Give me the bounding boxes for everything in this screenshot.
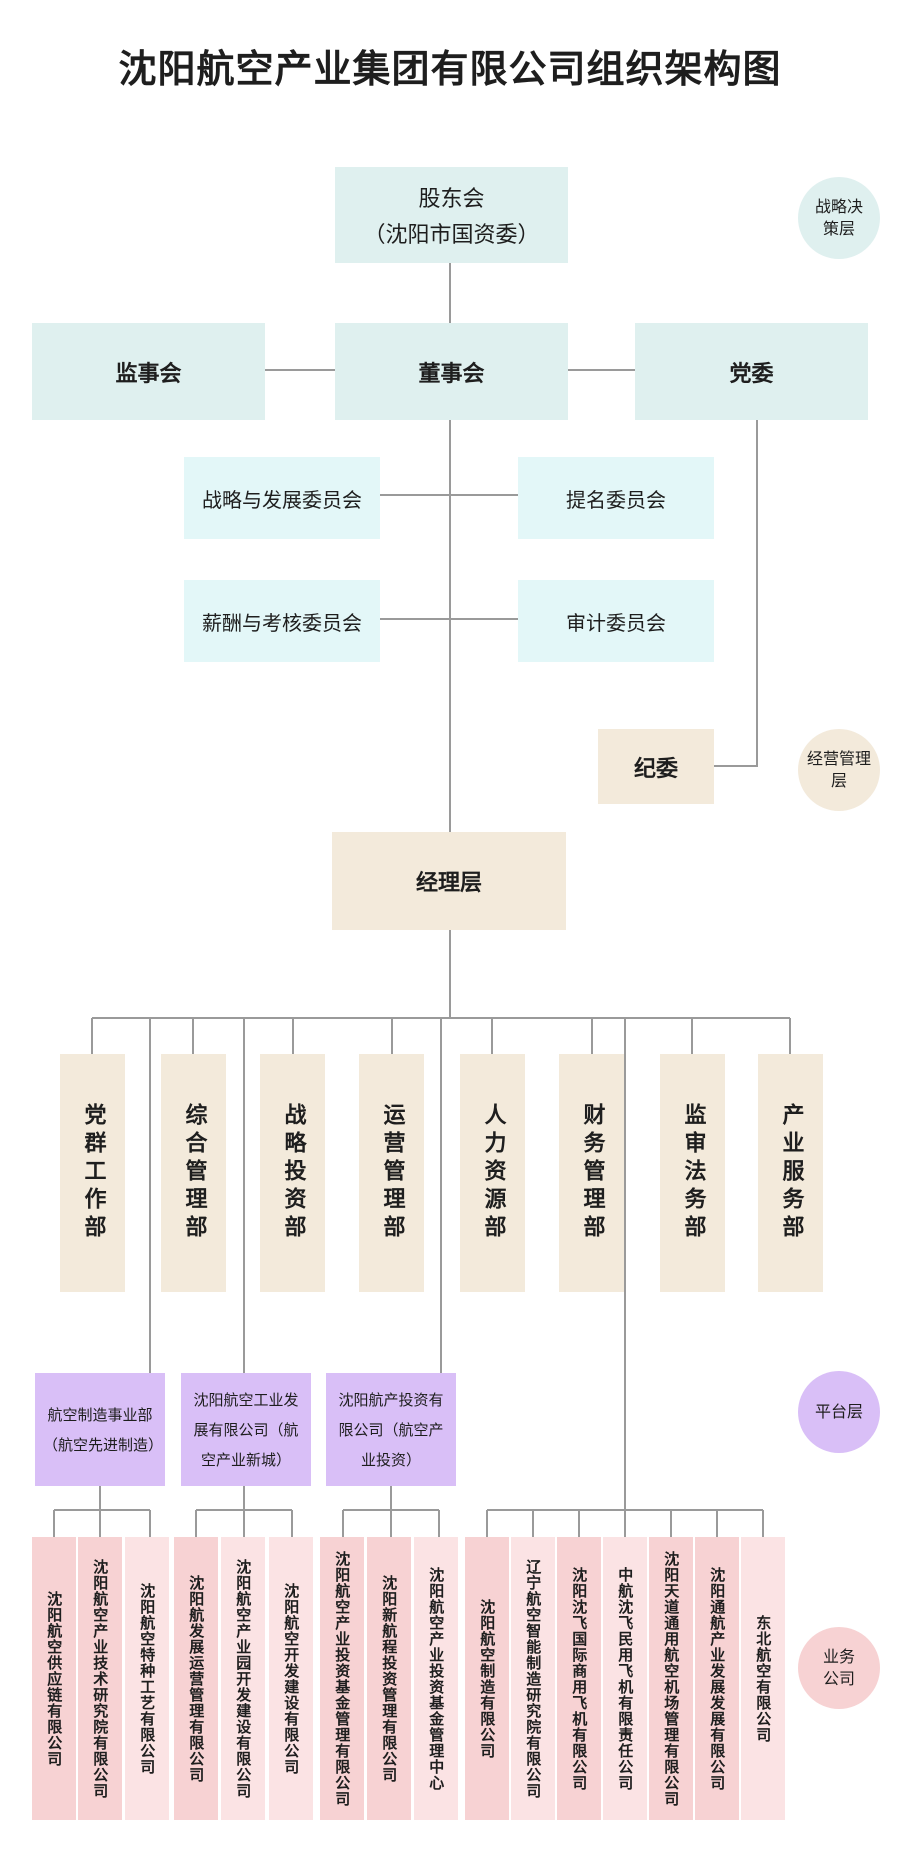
company-box: 沈阳沈飞国际商用飞机有限公司 (557, 1537, 601, 1820)
company-box: 沈阳天道通用航空机场管理有限公司 (649, 1537, 693, 1820)
department-label: 产业服务部 (778, 1103, 804, 1243)
layer-label-management: 经营管理层 (798, 729, 880, 811)
board-of-directors-box: 董事会 (335, 323, 568, 420)
company-box: 沈阳航空产业投资基金管理有限公司 (320, 1537, 364, 1820)
page-title: 沈阳航空产业集团有限公司组织架构图 (118, 47, 782, 91)
company-box: 沈阳航空产业园开发建设有限公司 (221, 1537, 265, 1820)
compensation-committee-box: 薪酬与考核委员会 (184, 580, 380, 662)
company-label: 沈阳航空供应链有限公司 (45, 1590, 64, 1767)
company-label: 辽宁航空智能制造研究院有限公司 (524, 1558, 543, 1799)
company-label: 东北航空有限公司 (754, 1614, 773, 1743)
company-label: 沈阳航空开发建设有限公司 (282, 1582, 301, 1775)
shareholder-sublabel: （沈阳市国资委） (363, 223, 540, 248)
department-box: 综合管理部 (161, 1054, 226, 1292)
company-box: 沈阳航发展运营管理有限公司 (174, 1537, 218, 1820)
company-label: 沈阳天道通用航空机场管理有限公司 (662, 1550, 681, 1807)
company-box: 沈阳新航程投资管理有限公司 (367, 1537, 411, 1820)
company-box: 辽宁航空智能制造研究院有限公司 (511, 1537, 555, 1820)
company-box: 沈阳航空开发建设有限公司 (269, 1537, 313, 1820)
company-label: 沈阳航空产业园开发建设有限公司 (234, 1558, 253, 1799)
manager-layer-box: 经理层 (332, 832, 566, 930)
company-label: 沈阳航空产业投资基金管理有限公司 (333, 1550, 352, 1807)
layer-label-business: 业务公司 (798, 1627, 880, 1709)
department-label: 财务管理部 (579, 1103, 605, 1243)
company-box: 沈阳航空产业技术研究院有限公司 (78, 1537, 122, 1820)
company-label: 沈阳通航产业发展发展有限公司 (708, 1566, 727, 1791)
company-box: 沈阳航空供应链有限公司 (32, 1537, 76, 1820)
department-label: 运营管理部 (379, 1103, 405, 1243)
nomination-committee-box: 提名委员会 (518, 457, 714, 539)
company-box: 东北航空有限公司 (741, 1537, 785, 1820)
company-label: 沈阳航空产业技术研究院有限公司 (91, 1558, 110, 1799)
platform-box: 航空制造事业部（航空先进制造） (35, 1373, 165, 1486)
company-label: 沈阳航空产业投资基金管理中心 (427, 1566, 446, 1791)
department-box: 战略投资部 (260, 1054, 325, 1292)
company-box: 沈阳航空产业投资基金管理中心 (414, 1537, 458, 1820)
department-box: 党群工作部 (60, 1054, 125, 1292)
company-label: 沈阳航发展运营管理有限公司 (187, 1574, 206, 1783)
strategy-committee-box: 战略与发展委员会 (184, 457, 380, 539)
department-label: 党群工作部 (80, 1103, 106, 1243)
department-box: 产业服务部 (758, 1054, 823, 1292)
department-label: 综合管理部 (181, 1103, 207, 1243)
company-label: 沈阳沈飞国际商用飞机有限公司 (570, 1566, 589, 1791)
department-label: 监审法务部 (680, 1103, 706, 1243)
shareholder-label: 股东会 (418, 187, 485, 212)
audit-committee-box: 审计委员会 (518, 580, 714, 662)
discipline-committee-box: 纪委 (598, 729, 714, 804)
party-committee-box: 党委 (635, 323, 868, 420)
department-label: 战略投资部 (280, 1103, 306, 1243)
company-label: 沈阳航空特种工艺有限公司 (138, 1582, 157, 1775)
department-box: 监审法务部 (660, 1054, 725, 1292)
layer-label-strategic: 战略决策层 (798, 177, 880, 259)
company-label: 沈阳新航程投资管理有限公司 (380, 1574, 399, 1783)
supervisory-board-box: 监事会 (32, 323, 265, 420)
platform-box: 沈阳航空工业发展有限公司（航空产业新城） (181, 1373, 311, 1486)
company-label: 沈阳航空制造有限公司 (478, 1598, 497, 1759)
company-box: 沈阳航空制造有限公司 (465, 1537, 509, 1820)
department-box: 人力资源部 (460, 1054, 525, 1292)
department-label: 人力资源部 (480, 1103, 506, 1243)
company-box: 中航沈飞民用飞机有限责任公司 (603, 1537, 647, 1820)
department-box: 运营管理部 (359, 1054, 424, 1292)
company-box: 沈阳航空特种工艺有限公司 (125, 1537, 169, 1820)
shareholder-meeting-box: 股东会 （沈阳市国资委） (335, 167, 568, 263)
layer-label-platform: 平台层 (798, 1371, 880, 1453)
company-box: 沈阳通航产业发展发展有限公司 (695, 1537, 739, 1820)
department-box: 财务管理部 (559, 1054, 624, 1292)
platform-box: 沈阳航产投资有限公司（航空产业投资） (326, 1373, 456, 1486)
company-label: 中航沈飞民用飞机有限责任公司 (616, 1566, 635, 1791)
